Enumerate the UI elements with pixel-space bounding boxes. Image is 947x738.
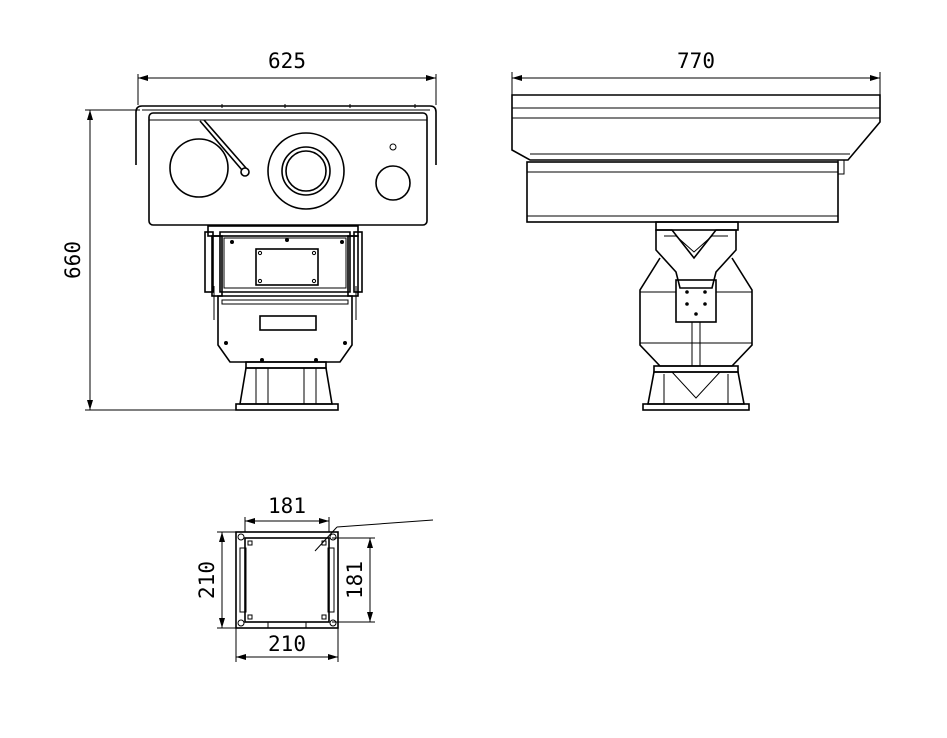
dimension-770: 770 <box>511 49 881 100</box>
side-base <box>642 365 750 411</box>
front-sunshield <box>135 104 437 165</box>
side-sunshield <box>511 94 881 175</box>
dimension-label-210-left: 210 <box>195 561 219 599</box>
dimension-label-660: 660 <box>61 241 85 279</box>
base-plate <box>235 531 339 629</box>
dimension-210-vertical: 210 <box>195 531 240 629</box>
dimension-625: 625 <box>137 49 437 105</box>
dimension-181-horizontal: 181 <box>244 494 330 532</box>
base-view: 181 210 181 <box>195 494 434 662</box>
front-view: 625 660 <box>61 49 437 411</box>
label-plate <box>259 315 317 331</box>
dimension-label-770: 770 <box>677 49 715 73</box>
front-housing <box>148 112 428 226</box>
front-base <box>235 361 339 411</box>
leader-line <box>336 519 434 528</box>
side-housing <box>526 161 839 223</box>
side-pan-body <box>639 257 753 367</box>
dimension-label-181-right: 181 <box>343 561 367 599</box>
dimension-label-181-top: 181 <box>268 494 306 518</box>
dimension-label-210-bottom: 210 <box>268 632 306 656</box>
left-lens-icon <box>169 138 229 198</box>
dimension-210-horizontal: 210 <box>235 628 339 662</box>
dimension-660: 660 <box>61 109 240 411</box>
side-view: 770 <box>511 49 881 411</box>
front-pan-tilt-head <box>204 225 363 363</box>
side-yoke <box>655 221 739 323</box>
dimension-label-625: 625 <box>268 49 306 73</box>
dimension-181-vertical: 181 <box>332 537 375 623</box>
thermal-lens-icon <box>267 132 345 210</box>
nameplate <box>255 248 319 286</box>
illuminator-lens-icon <box>375 165 411 201</box>
